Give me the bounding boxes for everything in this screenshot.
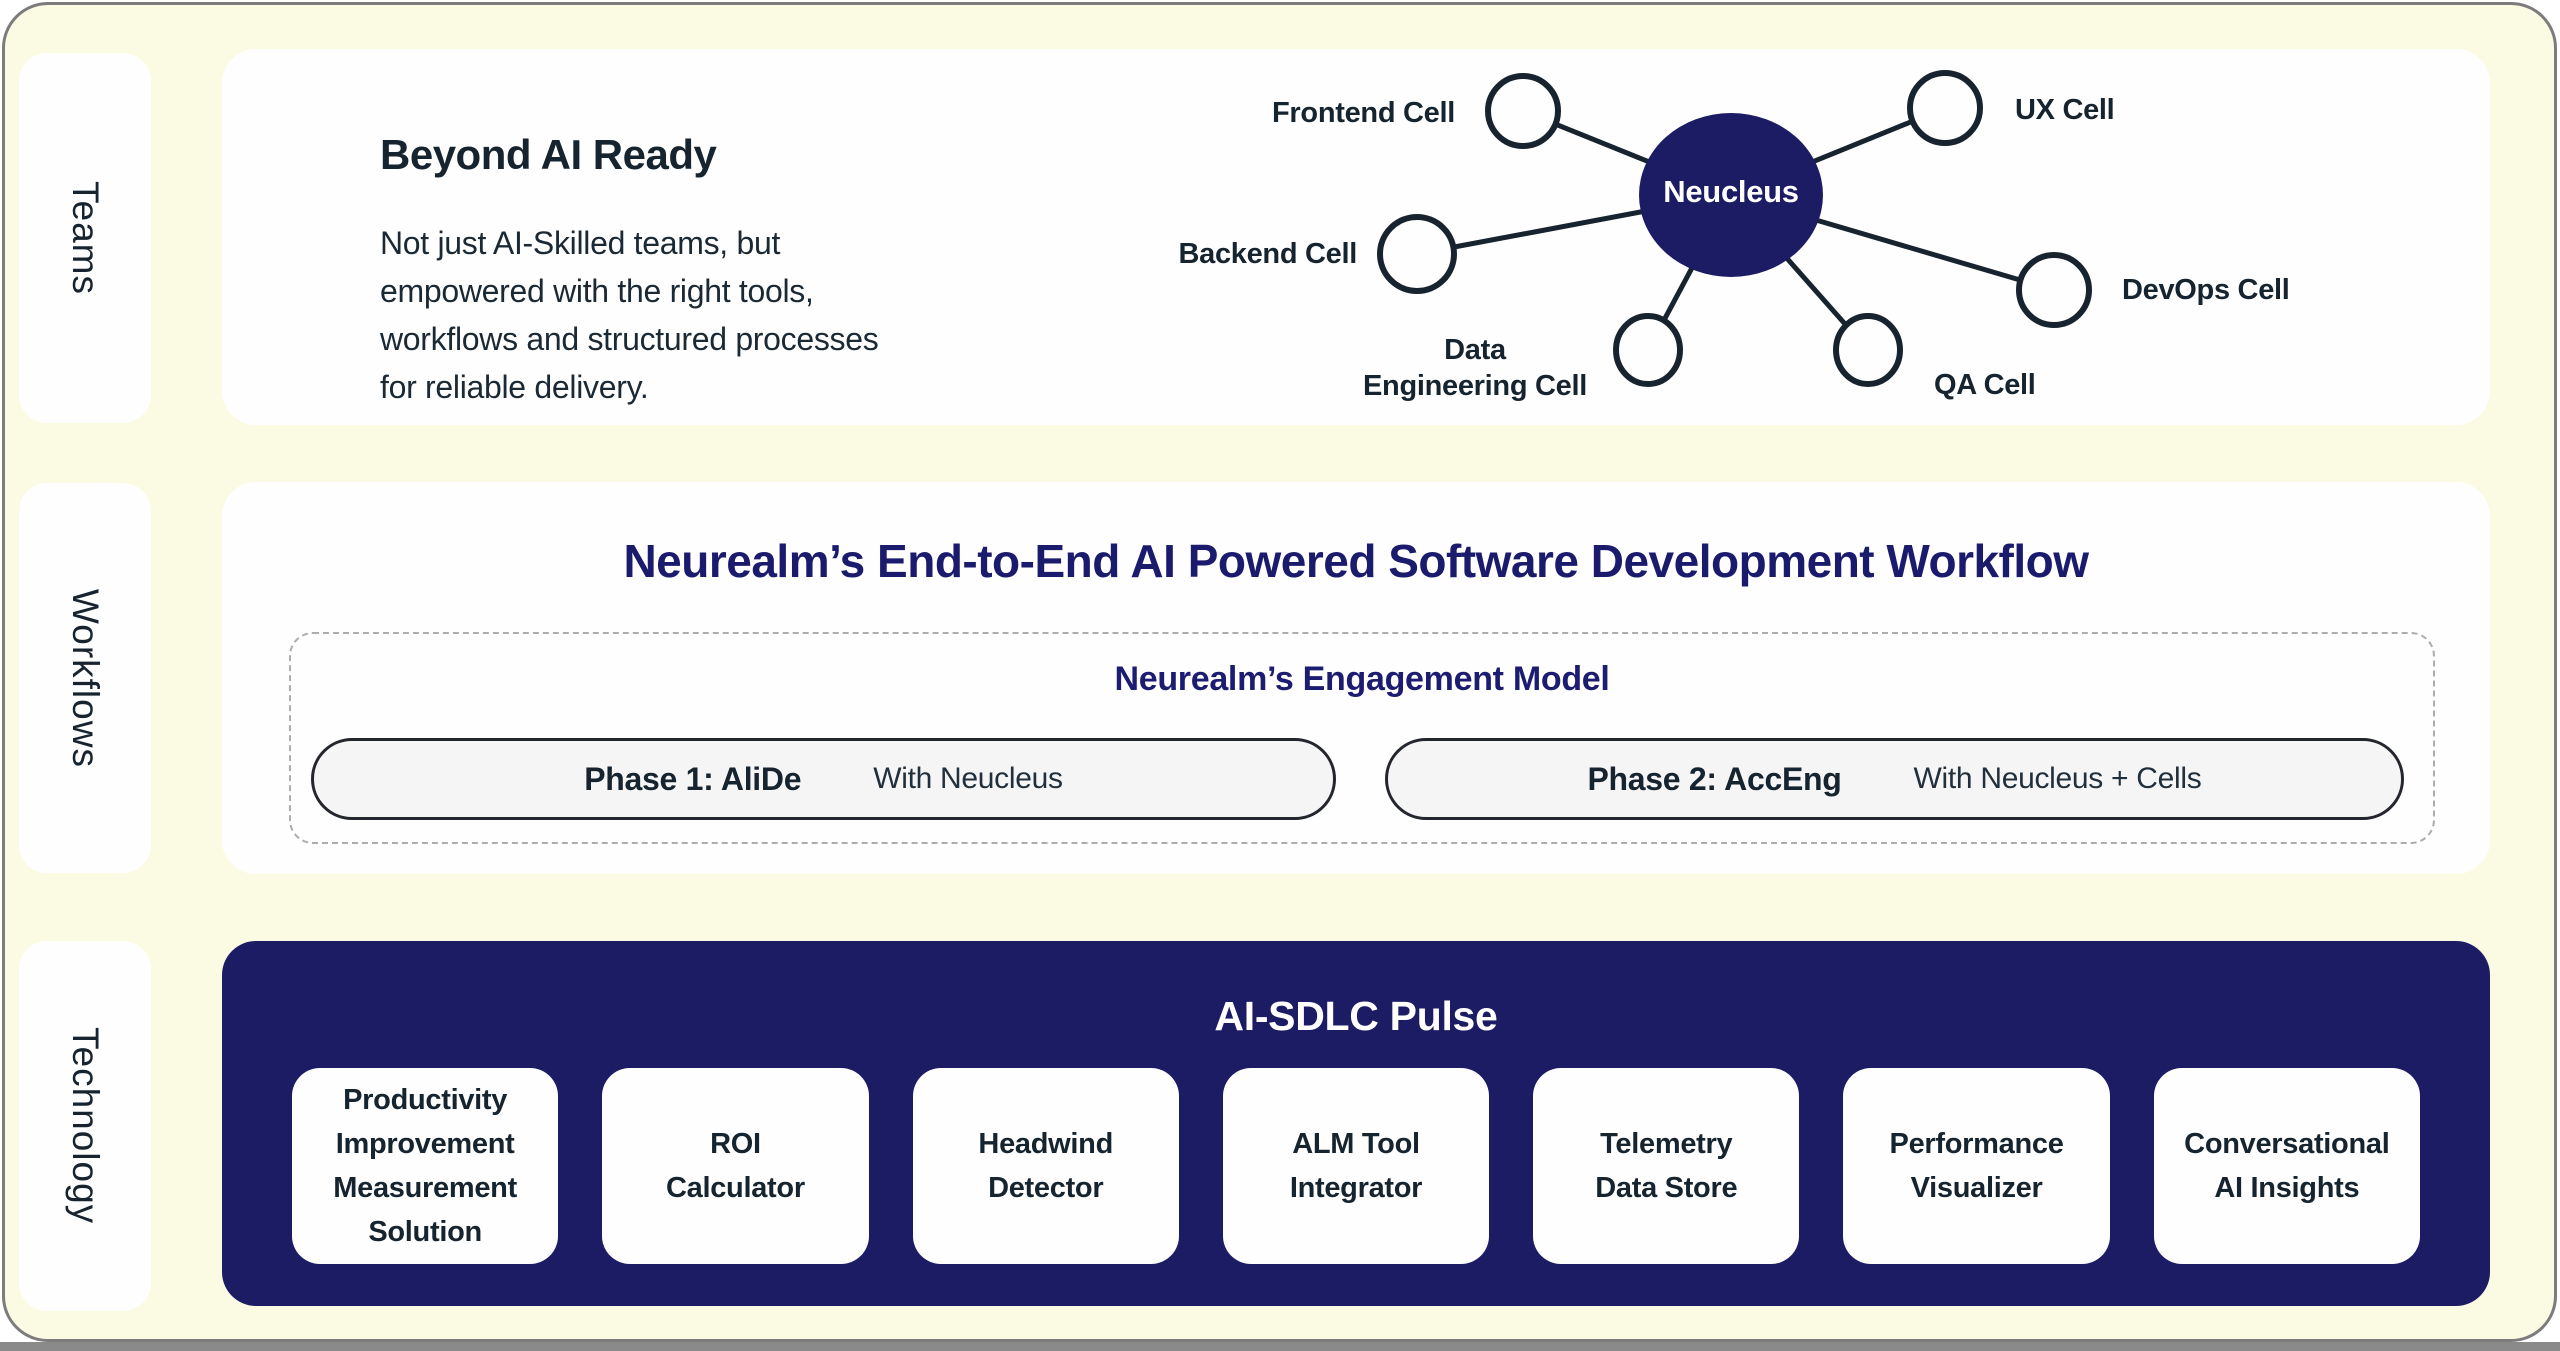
teams-description: Not just AI-Skilled teams, but empowered… <box>380 225 879 405</box>
pulse-card-label: Productivity Improvement Measurement Sol… <box>333 1084 517 1248</box>
workflows-panel: Neurealm’s End-to-End AI Powered Softwar… <box>222 482 2490 874</box>
cell-nodes <box>1377 70 2092 387</box>
pulse-card: ROI Calculator <box>602 1068 869 1264</box>
qa-cell-node <box>1833 313 1903 387</box>
pulse-card-label: Performance Visualizer <box>1889 1128 2064 1204</box>
pulse-card: Productivity Improvement Measurement Sol… <box>292 1068 559 1264</box>
phase-1-pill: Phase 1: AliDe With Neucleus <box>311 738 1336 820</box>
pulse-card: Telemetry Data Store <box>1533 1068 1800 1264</box>
phase-1-name: Phase 1: AliDe <box>584 760 802 797</box>
ai-sdlc-pulse-title: AI-SDLC Pulse <box>1214 993 1498 1039</box>
phase-2-detail: With Neucleus + Cells <box>1913 762 2202 795</box>
backend-cell-label: Backend Cell <box>1178 238 1357 270</box>
frontend-cell-node <box>1485 73 1561 149</box>
data-engineering-cell-node <box>1613 313 1683 387</box>
phase-1-detail: With Neucleus <box>873 762 1063 795</box>
rail-box-technology: Technology <box>19 941 151 1311</box>
pulse-card: Headwind Detector <box>912 1068 1179 1264</box>
pulse-card-label: ROI Calculator <box>666 1128 805 1204</box>
rail-label-technology: Technology <box>65 1027 106 1225</box>
bottom-edge-shadow <box>0 1342 2560 1351</box>
pulse-card-label: Headwind Detector <box>978 1128 1113 1204</box>
pulse-card-row: Productivity Improvement Measurement Sol… <box>292 1068 2420 1264</box>
qa-cell-label: QA Cell <box>1934 369 2036 401</box>
pulse-card-label: Conversational AI Insights <box>2184 1128 2390 1204</box>
neucleus-hub-label: Neucleus <box>1663 174 1799 209</box>
ux-cell-label: UX Cell <box>2015 94 2115 126</box>
rail-label-workflows: Workflows <box>65 588 106 768</box>
rail-label-teams: Teams <box>65 181 106 295</box>
neucleus-network-diagram <box>1377 70 2092 387</box>
neucleus-hub-node <box>1639 113 1823 277</box>
rail-box-workflows: Workflows <box>19 483 151 873</box>
data-engineering-cell-label: Data Engineering Cell <box>1362 334 1587 402</box>
teams-heading: Beyond AI Ready <box>380 131 717 178</box>
pulse-card: Performance Visualizer <box>1843 1068 2110 1264</box>
ux-cell-node <box>1907 70 1983 146</box>
engagement-model-box: Neurealm’s Engagement Model Phase 1: Ali… <box>289 632 2435 844</box>
pulse-card-label: Telemetry Data Store <box>1595 1128 1738 1204</box>
backend-cell-node <box>1377 214 1457 294</box>
phase-2-name: Phase 2: AccEng <box>1587 760 1842 797</box>
teams-panel: Beyond AI Ready Not just AI-Skilled team… <box>222 49 2490 425</box>
phase-2-pill: Phase 2: AccEng With Neucleus + Cells <box>1385 738 2404 820</box>
pulse-card-label: ALM Tool Integrator <box>1289 1128 1423 1204</box>
rail-box-teams: Teams <box>19 53 151 423</box>
pulse-card: Conversational AI Insights <box>2153 1068 2420 1264</box>
devops-cell-node <box>2016 252 2092 328</box>
engagement-model-title: Neurealm’s Engagement Model <box>1114 660 1610 698</box>
technology-panel: AI-SDLC Pulse Productivity Improvement M… <box>222 941 2490 1306</box>
workflow-title: Neurealm’s End-to-End AI Powered Softwar… <box>623 535 2089 587</box>
frontend-cell-label: Frontend Cell <box>1272 97 1455 129</box>
devops-cell-label: DevOps Cell <box>2122 274 2290 306</box>
pulse-card: ALM Tool Integrator <box>1222 1068 1490 1264</box>
